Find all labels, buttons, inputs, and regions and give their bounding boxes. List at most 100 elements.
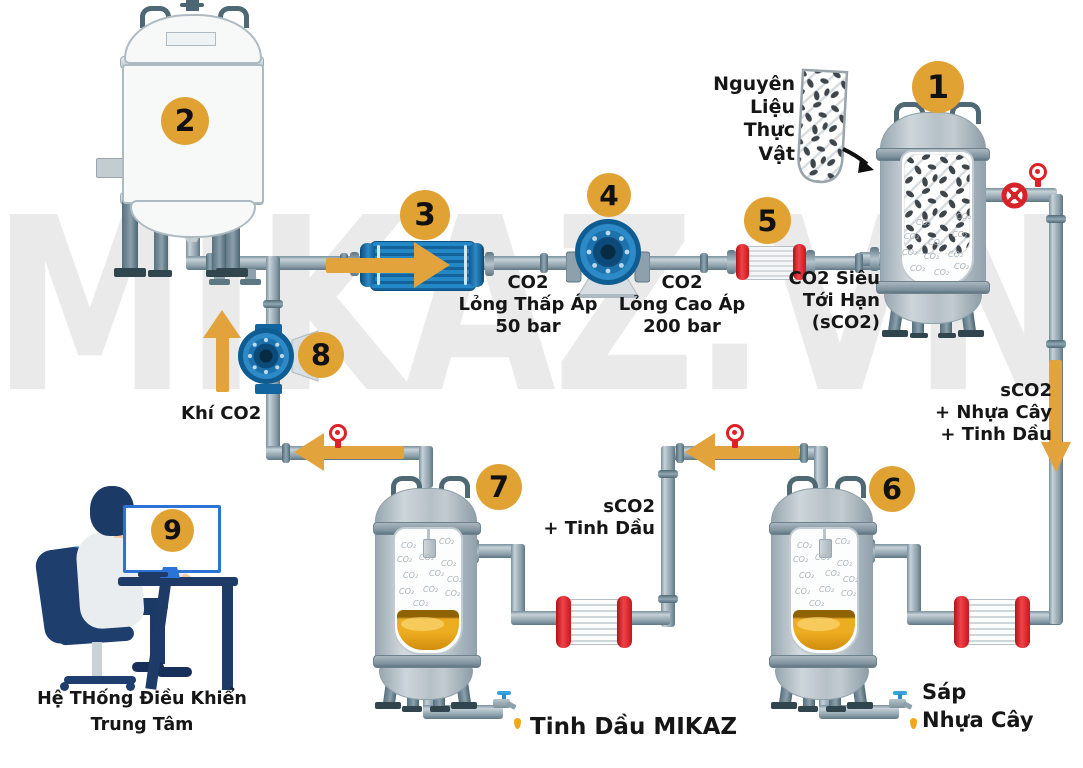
desk-leg (222, 584, 233, 690)
raw-material-tube (797, 68, 849, 184)
chair-base (64, 676, 136, 684)
vessel-foot (430, 706, 450, 712)
pipe-joint (700, 253, 708, 273)
pipe-joint (206, 253, 214, 273)
label-line: Thực (743, 119, 795, 142)
vessel-foot (826, 706, 846, 712)
oil-drain-valve[interactable] (493, 691, 517, 713)
label-line: Liệu (749, 96, 795, 119)
co2-gas-mark: CO₂ (401, 541, 417, 550)
tank-foot (148, 270, 172, 277)
operator-scene (30, 480, 260, 695)
separator-chamber: CO₂ CO₂ CO₂ CO₂ CO₂ CO₂ CO₂ CO₂ CO₂ CO₂ … (789, 527, 859, 655)
pipe-hx2-outlet (628, 611, 670, 625)
co2-storage-tank (96, 0, 266, 284)
co2-gas-mark: CO₂ (956, 212, 972, 221)
hx-flange (806, 250, 815, 274)
label-line: CO2 (661, 272, 703, 293)
pipe-joint (282, 443, 290, 463)
co2-gas-mark: CO₂ (819, 585, 835, 594)
label-line: Nhựa Cây (922, 708, 1034, 733)
co2-gas-mark: CO₂ (439, 537, 455, 546)
label-co2-supercritical: CO2 Siêu Tới Hạn (sCO2) (768, 268, 880, 334)
vessel-flange (373, 655, 481, 668)
vessel-foot (958, 330, 984, 337)
desk-top (118, 577, 238, 586)
co2-gas-mark: CO₂ (413, 599, 429, 608)
label-co2-gas: Khí CO2 (181, 403, 262, 424)
co2-gas-mark: CO₂ (904, 232, 920, 241)
pipe-joint (676, 443, 684, 463)
label-line: 50 bar (495, 315, 561, 337)
label-line: Trung Tâm (90, 715, 194, 736)
co2-gas-mark: CO₂ (447, 575, 463, 584)
chair-wheel (126, 682, 135, 691)
lifting-handle (439, 476, 470, 498)
label-wax-output: Sáp Nhựa Cây (922, 678, 1052, 735)
co2-gas-mark: CO₂ (399, 587, 415, 596)
co2-gas-mark: CO₂ (934, 268, 950, 277)
co2-gas-mark: CO₂ (837, 559, 853, 568)
label-line: + Nhựa Cây (935, 401, 1052, 423)
label-line: Tới Hạn (802, 289, 880, 311)
vessel-flange (876, 281, 990, 294)
label-line: + Tinh Dầu (940, 423, 1052, 445)
co2-gas-mark: CO₂ (843, 575, 859, 584)
co2-gas-mark: CO₂ (948, 250, 964, 259)
label-line: Vật (758, 142, 795, 165)
vessel-foot (938, 333, 956, 338)
lifting-handle (391, 476, 422, 498)
pipe-support-base (209, 279, 230, 285)
tank-side-nozzle (96, 158, 125, 178)
vessel-foot (847, 702, 873, 709)
heater-unit5 (727, 244, 815, 280)
oil-separator-vessel: CO₂ CO₂ CO₂ CO₂ CO₂ CO₂ CO₂ CO₂ CO₂ CO₂ … (373, 476, 481, 712)
spray-nozzle (427, 529, 430, 541)
pipe-separator2-drop (511, 544, 525, 624)
hx-flange (727, 250, 736, 274)
pipe-joint (1046, 340, 1066, 348)
pipe-joint (658, 595, 678, 603)
label-essential-oil-output: Tinh Dầu MIKAZ (530, 714, 738, 740)
label-control-system: Hệ THống Điều Khiển Trung Tâm (28, 686, 256, 739)
vessel-foot (771, 702, 797, 709)
label-line: sCO2 (603, 496, 655, 517)
step-badge-4: 4 (587, 173, 631, 217)
label-co2-liquid-low: CO2 Lỏng Thấp Áp 50 bar (448, 272, 608, 338)
co2-gas-mark: CO₂ (916, 218, 932, 227)
step-badge-8: 8 (298, 332, 344, 378)
port-flange (870, 247, 879, 271)
co2-gas-mark: CO₂ (835, 537, 851, 546)
vessel-dome (375, 488, 477, 528)
label-line: CO2 (507, 272, 549, 293)
co2-gas-mark: CO₂ (809, 599, 825, 608)
label-raw-material: Nguyên Liệu Thực Vật (700, 73, 795, 166)
pipe-support (245, 269, 256, 280)
pipe-hx1-inlet (907, 611, 959, 625)
label-line: sCO2 (1000, 380, 1052, 401)
pipe-joint (658, 470, 678, 478)
extractor-chamber: CO₂ CO₂ CO₂ CO₂ CO₂ CO₂ CO₂ CO₂ CO₂ CO₂ … (900, 150, 974, 286)
co2-gas-mark: CO₂ (797, 541, 813, 550)
pipe-mid-downcomer (661, 446, 675, 627)
co2-gas-mark: CO₂ (815, 553, 831, 562)
pressure-gauge (726, 424, 744, 450)
co2-gas-mark: CO₂ (423, 585, 439, 594)
pipe-support-base (240, 279, 261, 285)
spray-nozzle-tip (819, 539, 832, 558)
chair-wheel (60, 682, 69, 691)
label-line: 200 bar (643, 315, 721, 337)
pipe-joint (855, 253, 863, 273)
co2-gas-mark: CO₂ (799, 571, 815, 580)
label-line: CO2 Siêu (788, 268, 880, 289)
vessel-foot (798, 706, 818, 712)
valve-handwheel[interactable] (999, 180, 1030, 211)
pipe-separator1-top-stub (814, 446, 828, 488)
vessel-foot (910, 333, 928, 338)
spray-nozzle-tip (423, 539, 436, 558)
co2-gas-mark: CO₂ (403, 571, 419, 580)
wax-separator-vessel: CO₂ CO₂ CO₂ CO₂ CO₂ CO₂ CO₂ CO₂ CO₂ CO₂ … (769, 476, 877, 712)
label-line: Lỏng Cao Áp (618, 293, 746, 315)
wax-drain-valve[interactable] (889, 691, 913, 713)
